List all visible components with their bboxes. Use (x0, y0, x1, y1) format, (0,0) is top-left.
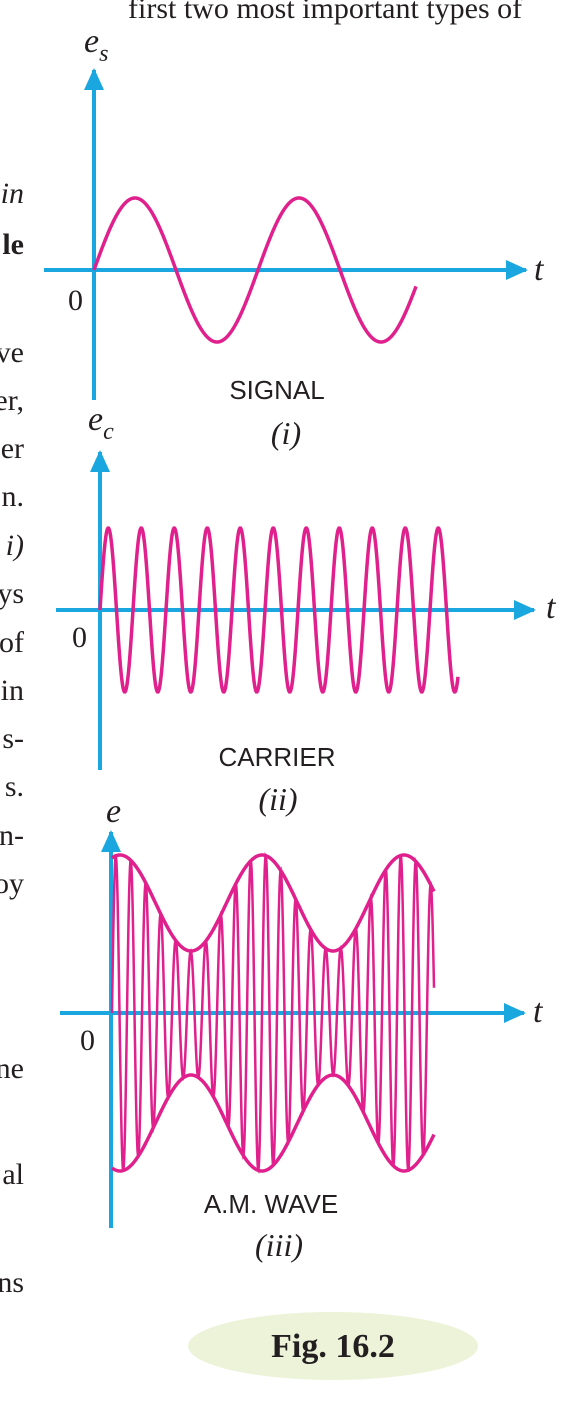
am-x-axis-label: t (533, 993, 544, 1030)
carrier-origin-label: 0 (72, 621, 87, 654)
am-y-axis-label: e (106, 793, 121, 830)
margin-fragment: s- (2, 722, 24, 755)
signal-y-axis-label: es (84, 23, 108, 67)
signal-numeral: (i) (271, 415, 301, 451)
signal-x-axis-label: t (534, 251, 545, 288)
caption-background (188, 1312, 478, 1380)
am-origin-label: 0 (80, 1024, 95, 1057)
am-lower-envelope (110, 1073, 436, 1173)
margin-fragment: ys (0, 577, 24, 610)
margin-fragment-emphasis: le (2, 228, 24, 261)
margin-fragment: in (1, 674, 24, 707)
carrier-x-axis-label: t (546, 589, 557, 626)
margin-fragment: er (1, 432, 24, 465)
left-margin-text: in le ve er, er n. i) ys of in s- s. n- … (0, 177, 24, 1299)
margin-fragment: in (1, 177, 24, 210)
signal-panel: es t 0 SIGNAL (i) (44, 23, 545, 451)
am-name-label: A.M. WAVE (204, 1189, 338, 1219)
margin-fragment: er, (0, 384, 24, 417)
am-upper-envelope (110, 853, 436, 953)
carrier-numeral: (ii) (258, 781, 297, 817)
signal-sine-wave (92, 196, 418, 344)
margin-fragment: of (0, 626, 24, 659)
margin-fragment: n- (0, 819, 24, 852)
margin-fragment: ve (0, 336, 24, 369)
figure-caption: Fig. 16.2 (271, 1328, 395, 1365)
header-text-fragment: first two most important types of (128, 0, 522, 25)
signal-name-label: SIGNAL (229, 375, 324, 405)
margin-fragment: i) (6, 529, 24, 562)
carrier-wave (98, 526, 460, 694)
margin-fragment: ne (0, 1052, 24, 1085)
margin-fragment: al (2, 1158, 24, 1191)
carrier-panel: ec t 0 CARRIER (ii) (56, 401, 557, 817)
carrier-name-label: CARRIER (218, 742, 335, 772)
carrier-y-axis-label: ec (88, 401, 114, 445)
am-numeral: (iii) (255, 1227, 303, 1263)
margin-fragment: ns (0, 1266, 24, 1299)
am-wave-panel: e t 0 A.M. WAVE (iii) (60, 793, 544, 1263)
signal-origin-label: 0 (68, 284, 83, 317)
margin-fragment: n. (2, 480, 25, 513)
margin-fragment: oy (0, 867, 24, 900)
margin-fragment: s. (5, 770, 24, 803)
